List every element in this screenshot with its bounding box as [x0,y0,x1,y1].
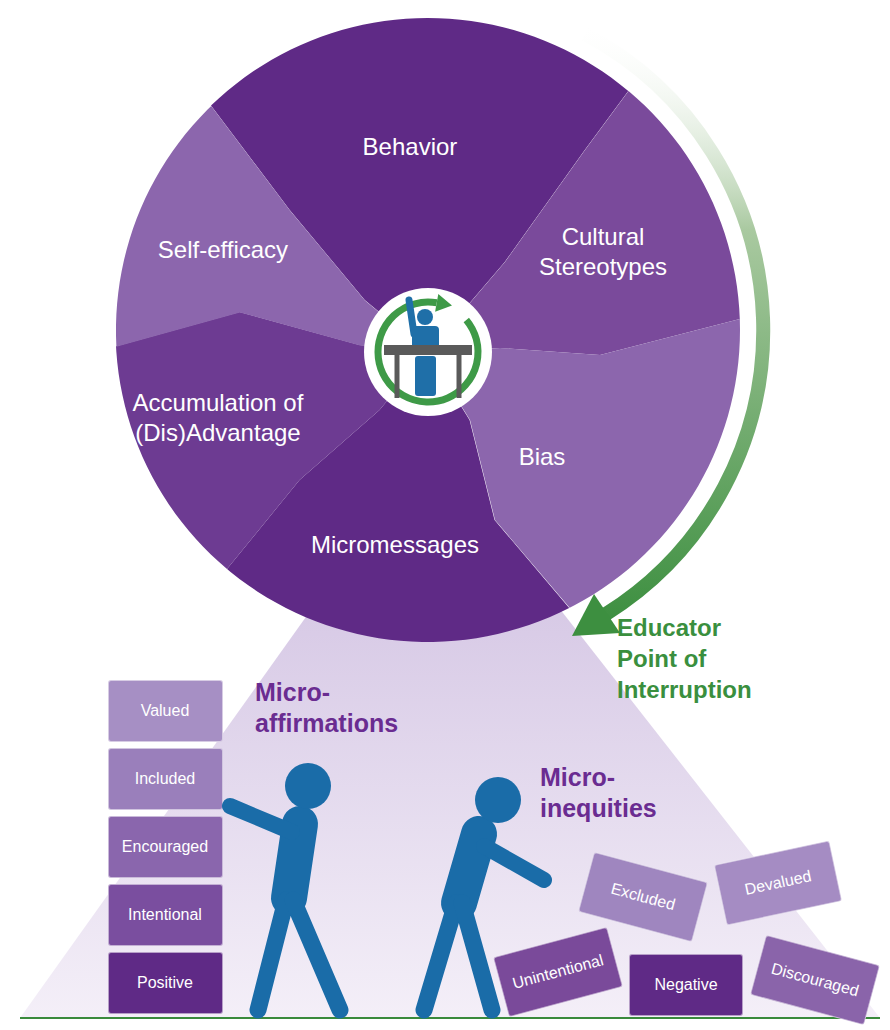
word-block: Discouraged [750,935,880,1025]
student-body [412,326,439,352]
category-heading: Micro- affirmations [255,677,425,739]
cycle-segment: Cultural Stereotypes [428,91,740,355]
figure-torso [289,824,300,898]
desk-leg [457,355,462,398]
block-label: Unintentional [511,951,606,993]
block-label: Devalued [743,867,813,899]
word-block: Devalued [714,840,842,925]
center-disc [364,288,492,416]
cycle-segment: Self-efficacy [116,106,428,352]
word-block: Negative [629,954,743,1016]
segment-outline [116,106,428,352]
figure-arm [230,806,292,832]
figure-head [475,777,521,823]
student-legs [415,356,436,396]
segment-shape [116,106,428,352]
figure-arm [484,846,544,880]
figure-leg [258,900,286,1010]
word-block: Positive [108,952,223,1014]
ground-line [20,1017,880,1019]
student-arm [409,300,414,334]
desk-leg [395,355,400,398]
block-label: Positive [137,974,193,992]
figure-torso [459,834,479,903]
stooped-figure [424,834,544,1010]
desk-top [384,345,472,355]
segment-shape [428,91,740,355]
segment-shape [116,312,428,569]
category-heading: Micro- inequities [540,762,700,824]
callout-label: Educator Point of Interruption [617,612,767,705]
student-head [417,309,433,325]
word-block: Valued [108,680,223,742]
block-label: Intentional [128,906,202,924]
block-label: Discouraged [769,960,860,1001]
block-label: Included [135,770,196,788]
figure-head [285,763,331,809]
word-block: Unintentional [493,927,623,1017]
segment-label: Bias [482,442,602,472]
segment-label: Cultural Stereotypes [528,222,678,282]
figure-leg [424,903,456,1010]
cycle-arrowhead [435,294,452,312]
segment-label: Accumulation of (Dis)Advantage [123,388,313,448]
word-block: Intentional [108,884,223,946]
interruption-arrowhead [572,594,620,636]
pushing-figure [230,806,340,1010]
cycle-segment: Accumulation of (Dis)Advantage [116,312,428,569]
cycle-arrow [378,302,478,402]
word-block: Encouraged [108,816,223,878]
spotlight-beam [20,590,880,1018]
segment-label: Behavior [325,132,495,162]
segment-label: Micromessages [295,530,495,560]
figure-leg [462,903,492,1010]
block-label: Excluded [609,880,677,914]
interruption-arrow [585,34,763,614]
block-label: Encouraged [122,838,208,856]
figure-leg [293,900,340,1010]
block-label: Valued [141,702,190,720]
block-label: Negative [654,976,717,994]
word-block: Included [108,748,223,810]
segment-label: Self-efficacy [143,235,303,265]
